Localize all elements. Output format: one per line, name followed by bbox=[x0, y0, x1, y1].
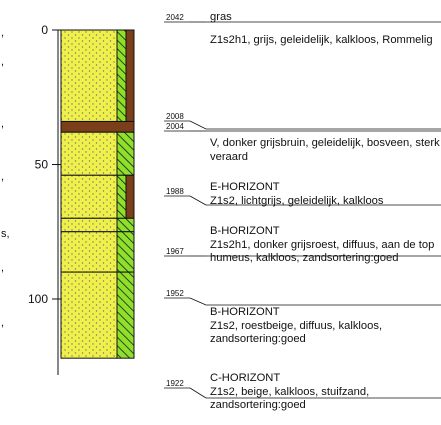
altitude-label-1988: 1988 bbox=[166, 187, 184, 196]
green-band-6 bbox=[116, 271, 135, 359]
connector-slant-1988 bbox=[189, 195, 207, 206]
peat-layer bbox=[60, 120, 135, 133]
green-band-4 bbox=[116, 217, 135, 233]
soil-column bbox=[60, 29, 135, 359]
altitude-label-1922: 1922 bbox=[166, 379, 184, 388]
description-text: Z1s2h1, donker grijsroest, diffuus, aan … bbox=[210, 238, 435, 265]
green-band-0 bbox=[116, 29, 127, 122]
left-edge-marks: ,,,, s,,, bbox=[1, 27, 10, 329]
connector-slant-2008 bbox=[189, 120, 207, 130]
description-b-horizon-2: B-HORIZONT Z1s2, roestbeige, diffuus, ka… bbox=[210, 306, 441, 347]
altitude-label-1967: 1967 bbox=[166, 247, 184, 256]
left-edge-mark-0: , bbox=[1, 27, 4, 39]
altitude-label-2008: 2008 bbox=[166, 112, 184, 121]
description-text: Z1s2, lichtgrijs, geleidelijk, kalkloos bbox=[210, 194, 384, 207]
left-edge-mark-4: s, bbox=[1, 228, 10, 240]
left-edge-mark-3: , bbox=[1, 171, 4, 183]
green-band-5 bbox=[116, 231, 135, 273]
sand-layer-4 bbox=[60, 217, 118, 233]
description-grass: gras Z1s2h1, grijs, geleidelijk, kalkloo… bbox=[210, 11, 441, 47]
sand-layer-3 bbox=[60, 174, 118, 219]
sand-layer-5 bbox=[60, 231, 118, 273]
left-edge-mark-2: , bbox=[1, 118, 4, 130]
altitude-label-2042: 2042 bbox=[166, 13, 184, 22]
sand-layer-0 bbox=[60, 29, 118, 122]
green-band-3 bbox=[116, 174, 127, 219]
sand-layer-2 bbox=[60, 131, 118, 176]
depth-tick-label-100: 100 bbox=[28, 292, 48, 306]
description-text: Z1s2h1, grijs, geleidelijk, kalkloos, Ro… bbox=[210, 33, 433, 46]
left-edge-mark-1: , bbox=[1, 56, 4, 68]
description-text: Z1s2, roestbeige, diffuus, kalkloos, zan… bbox=[210, 319, 383, 346]
description-text: V, donker grijsbruin, geleidelijk, bosve… bbox=[210, 137, 440, 163]
green-band-2 bbox=[116, 131, 135, 176]
description-heading: gras bbox=[210, 11, 232, 23]
description-heading: B-HORIZONT bbox=[210, 225, 280, 237]
brown-band-0 bbox=[125, 29, 135, 122]
left-edge-mark-5: , bbox=[1, 262, 4, 274]
brown-band-3 bbox=[125, 174, 135, 219]
left-edge-mark-6: , bbox=[1, 317, 4, 329]
description-heading: C-HORIZONT bbox=[210, 372, 281, 384]
sand-layer-6 bbox=[60, 271, 118, 359]
description-e-horizon: E-HORIZONT Z1s2, lichtgrijs, geleidelijk… bbox=[210, 181, 441, 208]
depth-tick-label-50: 50 bbox=[35, 158, 49, 172]
connector-slant-1922 bbox=[189, 387, 207, 399]
description-heading: B-HORIZONT bbox=[210, 306, 280, 318]
altitude-label-2004: 2004 bbox=[166, 122, 184, 131]
depth-tick-label-0: 0 bbox=[41, 23, 48, 37]
depth-axis: 0 50 100 bbox=[28, 23, 62, 375]
description-b-horizon-1: B-HORIZONT Z1s2h1, donker grijsroest, di… bbox=[210, 225, 441, 266]
connector-slant-1952 bbox=[189, 297, 207, 306]
description-c-horizon: C-HORIZONT Z1s2, beige, kalkloos, stuifz… bbox=[210, 372, 441, 413]
description-text: Z1s2, beige, kalkloos, stuifzand, zandso… bbox=[210, 385, 370, 412]
altitude-label-1952: 1952 bbox=[166, 289, 184, 298]
description-peat: V, donker grijsbruin, geleidelijk, bosve… bbox=[210, 137, 441, 164]
description-heading: E-HORIZONT bbox=[210, 181, 280, 193]
